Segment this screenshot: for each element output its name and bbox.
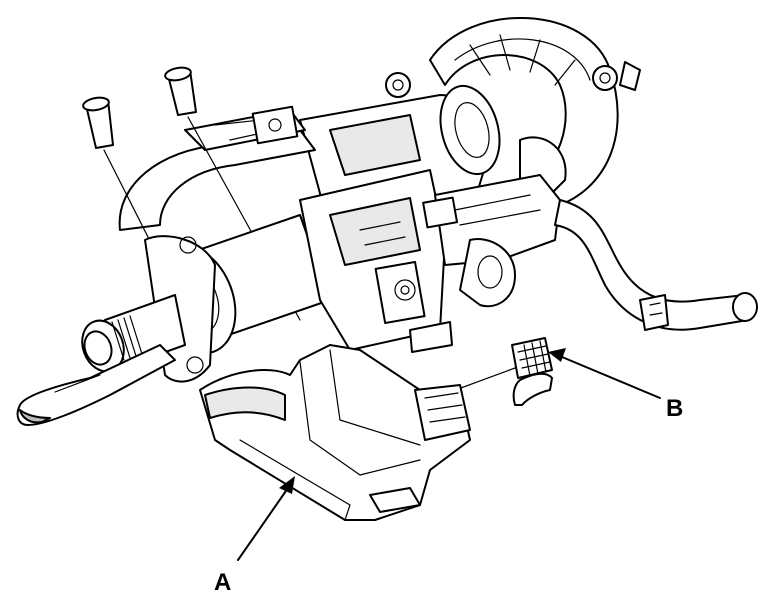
center-mechanism xyxy=(299,169,453,353)
callout-label-a: A xyxy=(214,569,231,594)
right-bracket xyxy=(422,174,561,308)
cable xyxy=(554,199,758,331)
tilt-lever xyxy=(16,344,176,426)
callout-arrow-a xyxy=(237,476,295,561)
part-a-lower-cover xyxy=(199,344,471,521)
lower-column-shaft xyxy=(104,214,331,383)
tilt-bracket xyxy=(118,105,316,231)
bolt-2 xyxy=(164,66,301,321)
callout-label-b: B xyxy=(666,395,683,422)
splined-shaft-end xyxy=(81,315,143,373)
part-b-connector xyxy=(449,337,553,406)
callout-arrow-b xyxy=(548,348,661,399)
